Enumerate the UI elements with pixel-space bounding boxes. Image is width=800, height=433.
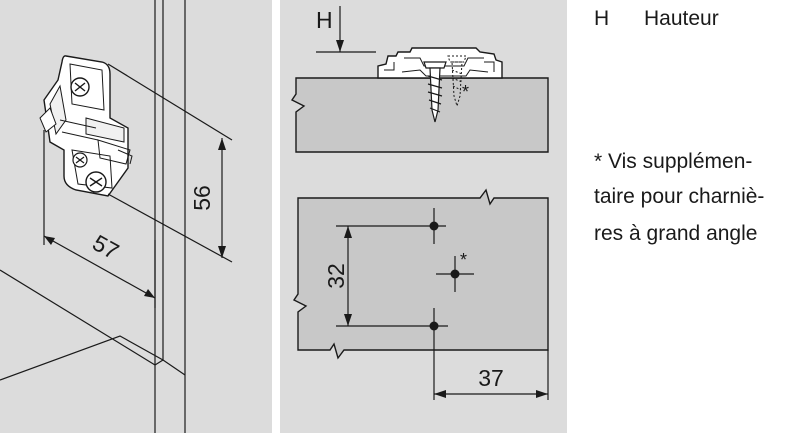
- lower-screw-icon: [85, 171, 107, 193]
- side-elevation-view: H *: [290, 6, 549, 153]
- isometric-view: 56 57: [0, 0, 233, 433]
- dim-56-arrow-top: [218, 138, 226, 150]
- dim-32-arrow-bottom: [344, 314, 352, 326]
- dim-56-ext-top: [107, 63, 233, 141]
- extra-screw-mark-bottom: *: [460, 250, 467, 270]
- extra-screw-mark-top: *: [462, 82, 469, 102]
- note-line-3: res à grand angle: [594, 222, 757, 245]
- height-symbol-label: H: [316, 7, 333, 33]
- drilling-panel: [292, 188, 549, 360]
- dim-57-line: [43, 235, 156, 299]
- dim-37-arrow-right: [536, 390, 548, 398]
- extra-screw-icon: [447, 55, 467, 108]
- dim-37-label: 37: [478, 365, 504, 391]
- note-line-1: * Vis supplémen-: [594, 150, 752, 173]
- upper-screw-icon: [70, 77, 90, 97]
- height-dim-arrow-top: [336, 40, 344, 52]
- note-line-2: taire pour charniè-: [594, 185, 764, 208]
- dim-56-ext-bottom: [107, 193, 233, 263]
- middle-screw-icon: [72, 152, 88, 168]
- main-screw-icon: [423, 61, 447, 123]
- cabinet-bottom-front: [162, 359, 186, 376]
- dim-32-arrow-top: [344, 226, 352, 238]
- dim-37-arrow-left: [434, 390, 446, 398]
- legend: H Hauteur * Vis supplémen- taire pour ch…: [594, 7, 764, 245]
- legend-symbol: H: [594, 7, 609, 30]
- mounting-plate: [39, 55, 133, 197]
- dim-32-label: 32: [323, 263, 349, 289]
- drilling-pattern-view: * 32 37: [292, 188, 549, 400]
- dim-57-arrow-left: [44, 236, 55, 245]
- side-panel-section: [290, 77, 549, 153]
- cabinet-floor-edge: [0, 269, 156, 366]
- dim-57-arrow-right: [144, 289, 155, 298]
- cabinet-bottom-corner: [154, 359, 164, 366]
- left-panel-bg: [0, 0, 272, 433]
- legend-label: Hauteur: [644, 7, 719, 30]
- dim-56-label: 56: [189, 185, 215, 211]
- dim-56-arrow-bottom: [218, 246, 226, 258]
- cabinet-shelf-edge: [0, 335, 164, 381]
